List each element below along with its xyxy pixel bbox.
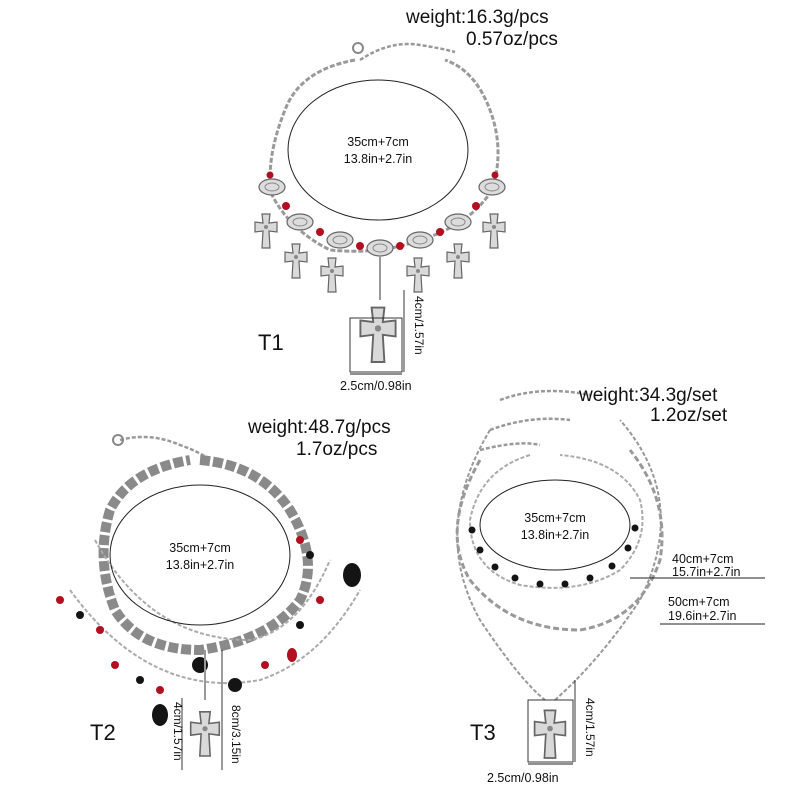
t1-size-cm: 35cm+7cm: [347, 135, 409, 149]
t1-size-circle: [287, 79, 469, 221]
t3-size-in: 13.8in+2.7in: [520, 527, 590, 542]
t3-necklace-set: [455, 389, 664, 759]
t3-mid-in: 15.7in+2.7in: [672, 565, 741, 579]
t1-cross-dimension-box: [349, 317, 403, 373]
t3-weight-oz: 1.2oz/set: [650, 405, 728, 426]
t3-mid-cm: 40cm+7cm: [672, 552, 734, 566]
t1-size-in: 13.8in+2.7in: [343, 151, 413, 166]
t3-cross-height: 4cm/1.57in: [583, 698, 597, 757]
t2-size-circle: [109, 484, 291, 626]
t3-size-cm: 35cm+7cm: [524, 511, 586, 525]
t2-drop-length: 8cm/3.15in: [229, 705, 243, 764]
t1-label: T1: [258, 330, 284, 355]
t1-weight-oz: 0.57oz/pcs: [466, 29, 558, 50]
t3-size-text: 35cm+7cm 13.8in+2.7in: [495, 510, 615, 544]
t2-weight-oz: 1.7oz/pcs: [296, 439, 378, 460]
t3-cross-width: 2.5cm/0.98in: [487, 771, 559, 785]
t2-necklace: [56, 434, 361, 757]
t2-cross-height: 4cm/1.57in: [171, 702, 185, 761]
t3-weight: weight:34.3g/set: [579, 385, 718, 406]
t3-cross-dimension-box: [527, 699, 574, 763]
t1-cross-width: 2.5cm/0.98in: [340, 379, 412, 393]
t3-long-in: 19.6in+2.7in: [668, 609, 737, 623]
t1-weight: weight:16.3g/pcs: [406, 7, 549, 28]
t3-label: T3: [470, 720, 496, 745]
t1-size-text: 35cm+7cm 13.8in+2.7in: [318, 134, 438, 168]
t1-cross-height: 4cm/1.57in: [412, 296, 426, 355]
t2-size-in: 13.8in+2.7in: [165, 557, 235, 572]
t2-size-text: 35cm+7cm 13.8in+2.7in: [140, 540, 260, 574]
t2-size-cm: 35cm+7cm: [169, 541, 231, 555]
t2-label: T2: [90, 720, 116, 745]
t3-size-circle: [479, 479, 631, 571]
t2-weight: weight:48.7g/pcs: [248, 417, 391, 438]
t1-necklace: [254, 42, 506, 363]
t3-long-cm: 50cm+7cm: [668, 595, 730, 609]
